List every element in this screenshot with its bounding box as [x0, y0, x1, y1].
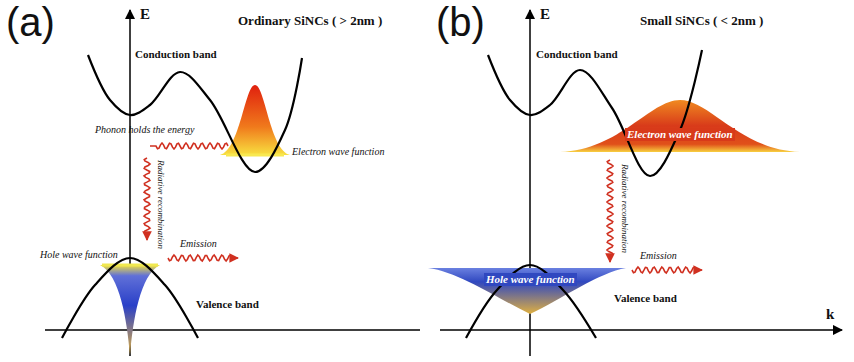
electron-wave-function — [220, 85, 290, 155]
band-label: Conduction band — [536, 48, 618, 61]
band-label: Conduction band — [135, 48, 217, 61]
panel-letter: (b) — [436, 2, 485, 42]
conduction-band-curve — [88, 55, 302, 172]
panel-letter: (a) — [6, 2, 55, 42]
recombination-photon — [144, 158, 150, 240]
band-label: Valence band — [614, 292, 677, 305]
emission-photon — [632, 267, 702, 273]
wave-function-label: Electron wave function — [625, 128, 735, 141]
wave-function-label: Electron wave function — [292, 146, 384, 158]
hole-wave-function — [428, 268, 626, 314]
electron-level — [226, 154, 284, 157]
axis-label: E — [140, 6, 150, 23]
band-label: Valence band — [196, 298, 259, 311]
panel-title: Small SiNCs ( < 2nm ) — [640, 14, 763, 29]
process-label: Radiative recombination — [156, 160, 166, 249]
wave-function-label: Hole wave function — [484, 273, 577, 286]
conduction-band-curve — [488, 50, 702, 176]
recombination-photon — [607, 160, 613, 262]
panel-title: Ordinary SiNCs ( > 2nm ) — [238, 14, 382, 29]
process-label: Emission — [640, 250, 677, 262]
annotation: Phonon holds the energy — [95, 124, 194, 136]
k-axis — [45, 329, 420, 331]
valence-band-curve — [62, 258, 198, 338]
emission-photon — [168, 255, 238, 261]
wave-function-label: Hole wave function — [40, 249, 118, 261]
axis-label: k — [826, 306, 834, 323]
k-axis — [440, 329, 842, 331]
hole-wave-function — [100, 265, 160, 355]
hole-level — [102, 264, 158, 267]
axis-label: E — [540, 6, 550, 23]
electron-wave-function — [560, 100, 800, 152]
valence-band-curve — [466, 265, 596, 338]
process-label: Radiative recombination — [620, 164, 630, 253]
phonon-wave — [150, 143, 228, 149]
process-label: Emission — [180, 238, 217, 250]
